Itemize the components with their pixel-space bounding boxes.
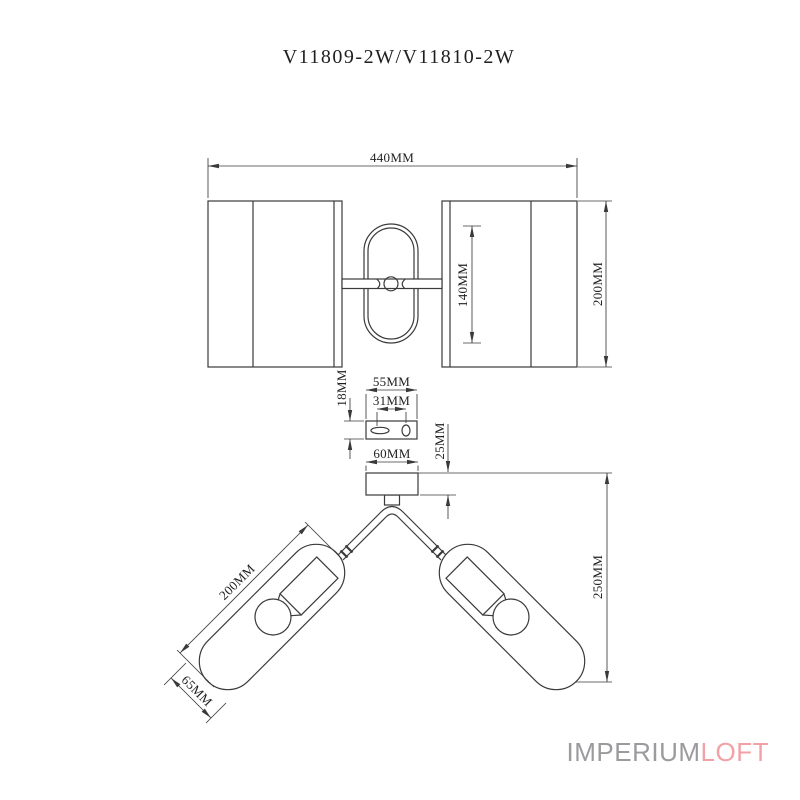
right-shade-front [441, 200, 578, 368]
mounting-slot [370, 426, 390, 435]
dim-label-canopy-width: 60MM [373, 446, 410, 461]
cross-arm [341, 278, 443, 290]
brand-logo-primary: IMPERIUM [567, 737, 701, 767]
stem [383, 494, 401, 506]
dim-front-height: 200MM [578, 200, 612, 368]
right-socket [445, 556, 505, 616]
front-view: 440MM 200MM [207, 150, 612, 368]
left-shade-glass [198, 543, 346, 691]
dim-label-overall-height: 250MM [590, 555, 605, 599]
dim-canopy-height: 25MM [420, 422, 456, 519]
wall-bracket-front [341, 223, 443, 344]
dim-label-bracket-height: 140MM [455, 263, 470, 307]
dim-overall-height: 250MM [590, 473, 610, 682]
left-shade-side [198, 543, 354, 691]
dim-hole-spacing: 31MM [373, 393, 410, 426]
right-shade-glass [438, 543, 586, 691]
brand-logo-secondary: LOFT [701, 737, 769, 767]
mounting-plate-view: 55MM 31MM 18MM 25MM [334, 369, 456, 519]
right-arm-collar [435, 549, 445, 559]
dim-plate-width: 55MM [365, 374, 418, 419]
left-shade-front [207, 200, 343, 368]
dim-bracket-height: 140MM [455, 225, 481, 344]
dim-canopy-width: 60MM [365, 446, 419, 471]
center-joint [383, 276, 399, 292]
right-bulb [492, 598, 530, 636]
dim-front-width: 440MM [207, 150, 578, 198]
lamp-arms [337, 505, 447, 561]
left-arm-collar [339, 549, 349, 559]
dim-label-front-height: 200MM [590, 262, 605, 306]
dim-label-front-width: 440MM [370, 150, 414, 165]
canopy [365, 472, 419, 496]
mounting-hole [401, 424, 411, 437]
brand-logo: IMPERIUMLOFT [567, 737, 769, 767]
dim-label-plate-height: 18MM [334, 369, 349, 406]
dim-plate-height: 18MM [334, 369, 364, 459]
dim-label-hole-spacing: 31MM [373, 393, 410, 408]
side-view: 60MM 250MM 200MM 65MM [163, 446, 612, 724]
right-shade-side [430, 543, 586, 691]
mounting-plate [365, 420, 418, 440]
dim-label-plate-width: 55MM [373, 374, 410, 389]
page-title: V11809-2W/V11810-2W [283, 46, 516, 68]
dim-label-canopy-height: 25MM [432, 422, 447, 459]
